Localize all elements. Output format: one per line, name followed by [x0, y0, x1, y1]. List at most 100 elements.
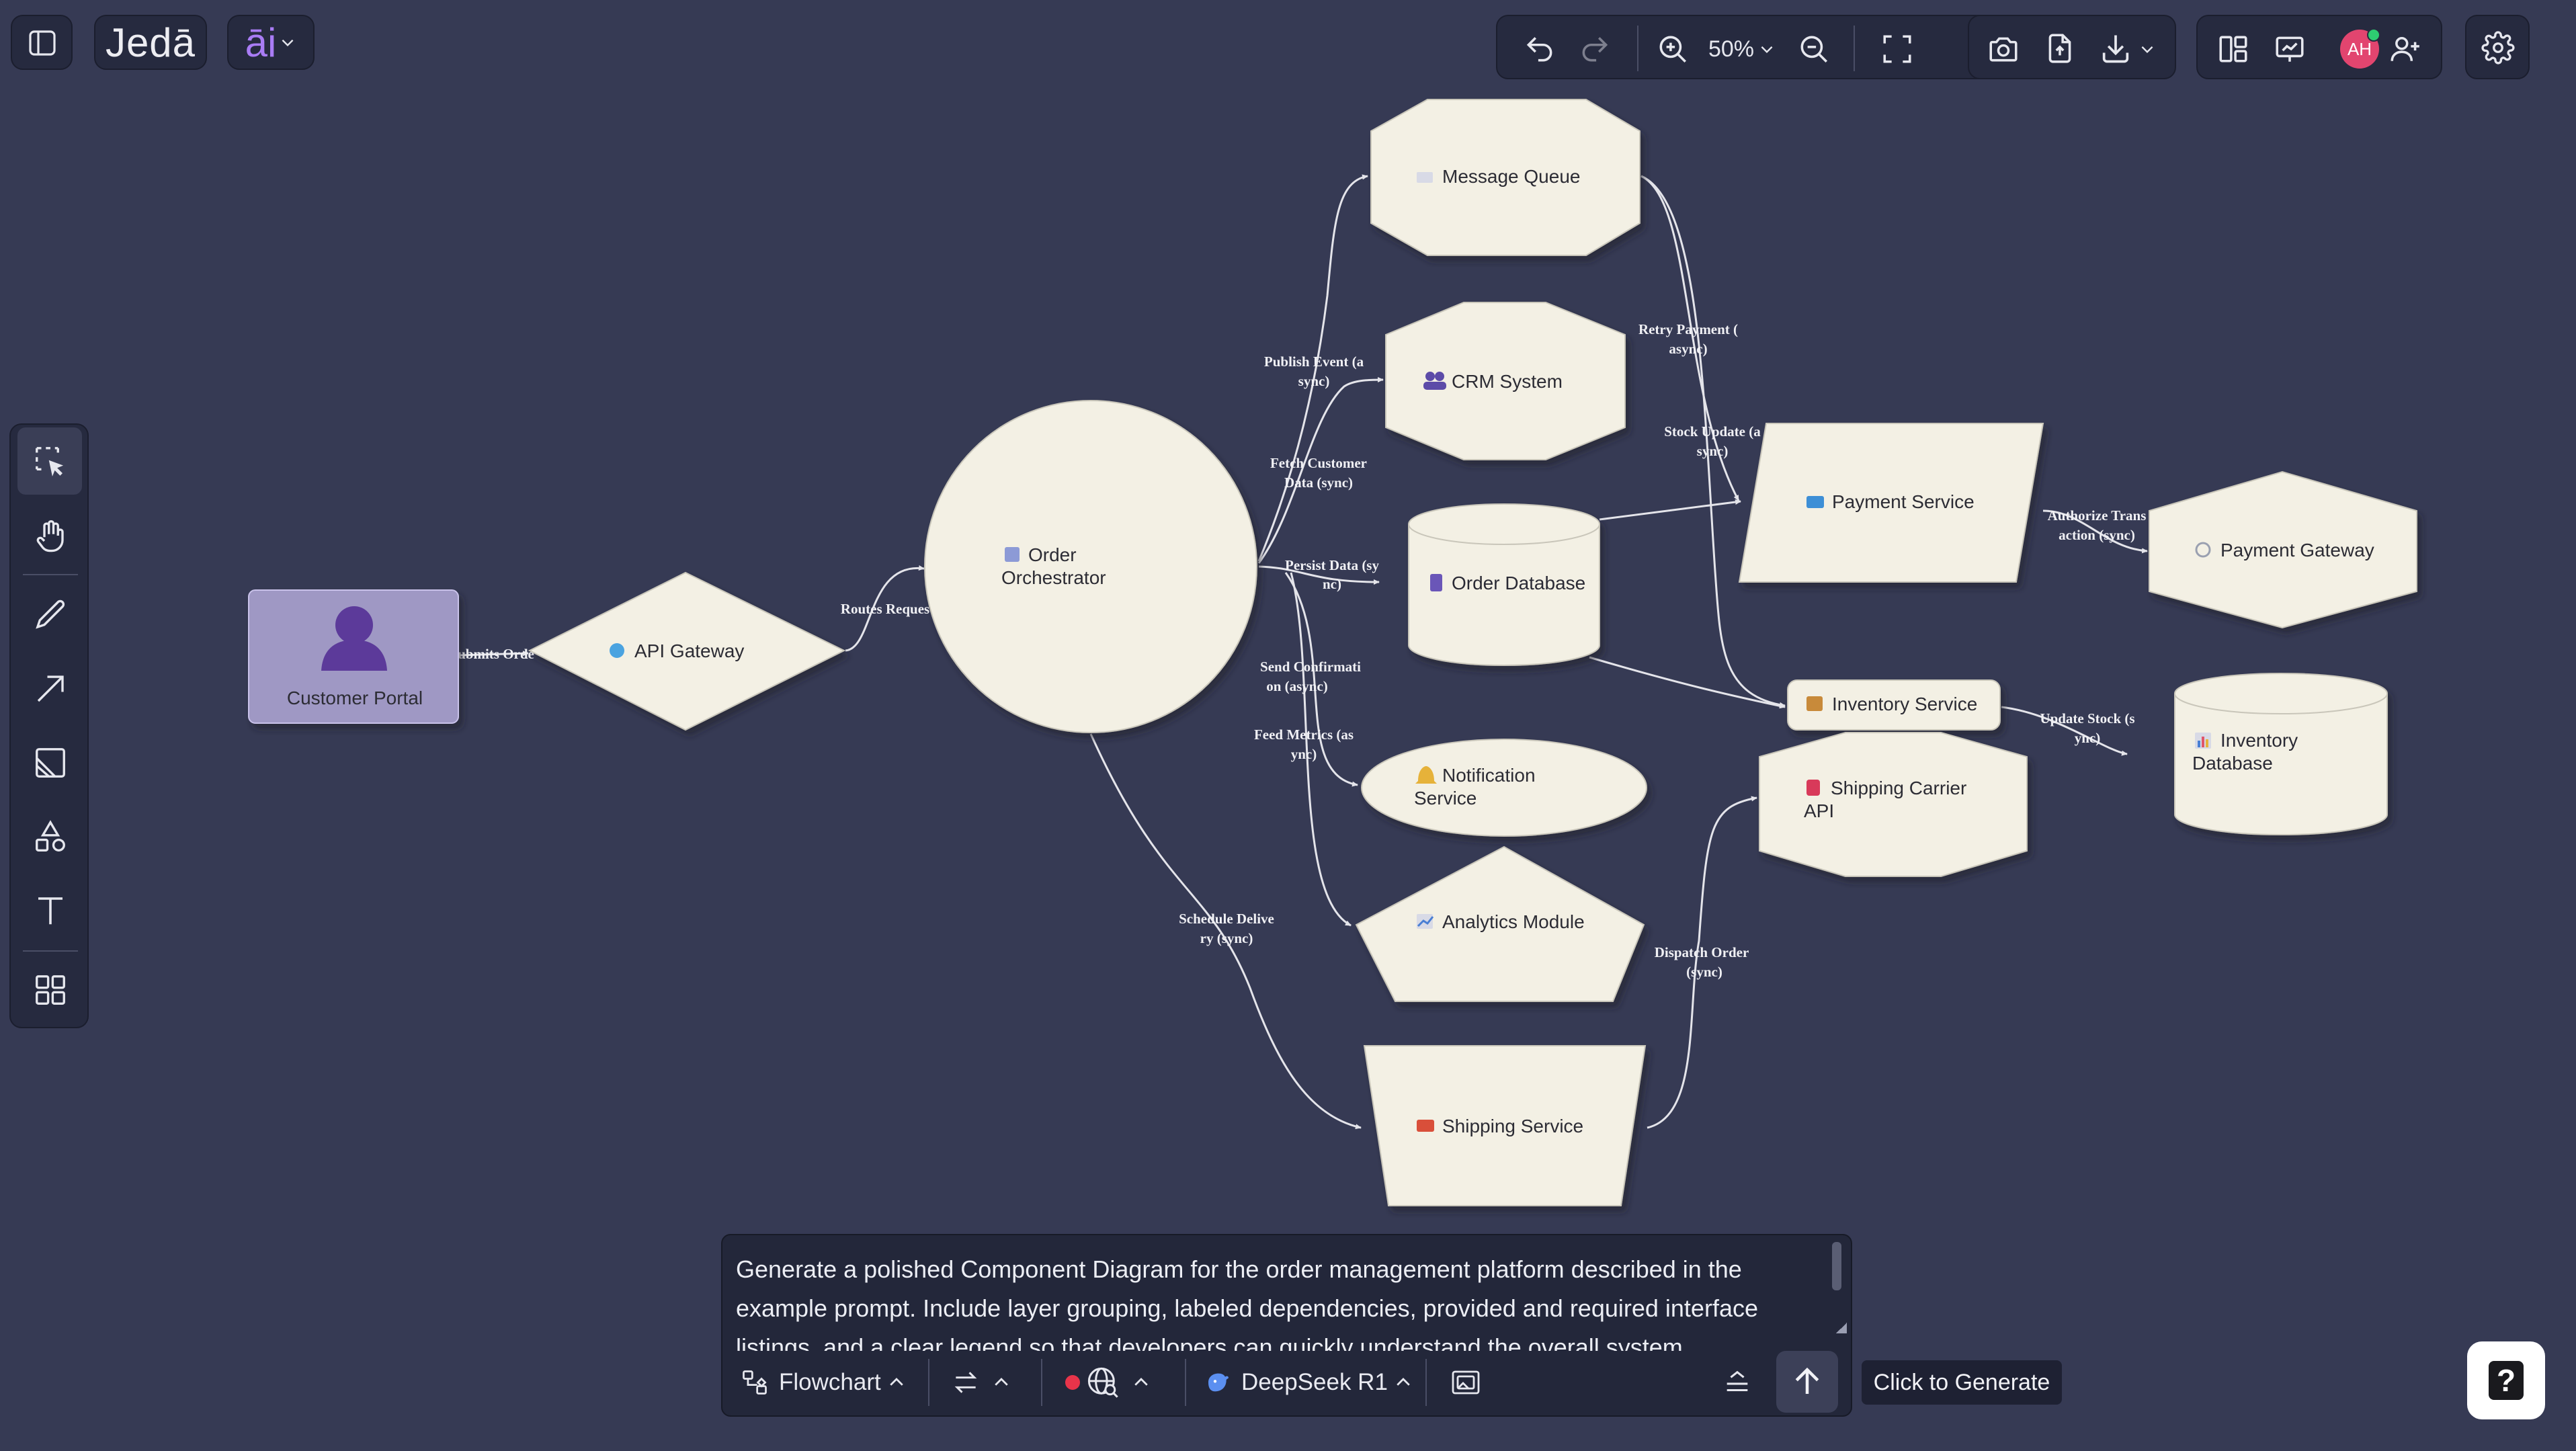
- edge-retry-payment[interactable]: [1640, 175, 1740, 501]
- zoom-out-button[interactable]: [1797, 32, 1831, 66]
- edge-publish-event[interactable]: [1257, 174, 1368, 562]
- arrow-tool[interactable]: [32, 671, 69, 707]
- node-label-2: Database: [2192, 753, 2273, 774]
- edge-label-fetch-customer-2: Data (sync): [1284, 474, 1353, 491]
- node-inventory-service[interactable]: Inventory Service: [1787, 679, 2001, 731]
- pen-tool[interactable]: [32, 597, 69, 633]
- import-button[interactable]: [2043, 31, 2077, 66]
- select-tool[interactable]: [17, 427, 82, 495]
- node-payment-service[interactable]: Payment Service: [1738, 423, 2044, 583]
- model-label: DeepSeek R1: [1241, 1369, 1388, 1395]
- edge-authorize-transaction[interactable]: [2042, 509, 2148, 554]
- edge-label-stock-update: Stock Update (a: [1664, 423, 1761, 440]
- download-options-chevron[interactable]: [2138, 40, 2156, 58]
- prompt-input[interactable]: Generate a polished Component Diagram fo…: [736, 1255, 1758, 1351]
- direction-dropdown[interactable]: [950, 1363, 1011, 1402]
- ai-menu-button[interactable]: āi: [227, 15, 315, 70]
- edge-label-routes-request: Routes Reques: [841, 601, 929, 617]
- node-shipping-carrier-api[interactable]: Shipping Carrier API: [1759, 732, 2028, 877]
- node-inventory-database[interactable]: Inventory Database: [2174, 673, 2388, 835]
- components-tool[interactable]: [32, 972, 69, 1008]
- presentation-icon: [2276, 36, 2304, 62]
- help-button[interactable]: ?: [2467, 1341, 2545, 1419]
- zoom-in-button[interactable]: [1656, 32, 1690, 66]
- invite-user-button[interactable]: [2388, 32, 2422, 66]
- prompt-bar-divider: [1041, 1359, 1042, 1406]
- edge-routes-request[interactable]: [845, 565, 925, 652]
- image-input-button[interactable]: [1425, 1363, 1506, 1402]
- settings-button[interactable]: [2465, 15, 2530, 79]
- edge-db-to-payment[interactable]: [1599, 499, 1741, 521]
- node-message-queue[interactable]: Message Queue: [1370, 99, 1640, 256]
- layout-icon: [2219, 36, 2247, 63]
- download-button[interactable]: [2097, 31, 2134, 66]
- layout-button[interactable]: [2216, 32, 2250, 66]
- collapse-button[interactable]: [1717, 1363, 1757, 1402]
- edge-label-fetch-customer: Fetch Customer: [1270, 455, 1367, 471]
- sidebar-toggle-button[interactable]: [11, 15, 73, 70]
- frame-tool[interactable]: [32, 745, 69, 781]
- edge-feed-metrics[interactable]: [1290, 572, 1352, 927]
- fit-screen-button[interactable]: [1880, 32, 1914, 66]
- resize-handle[interactable]: [1836, 1323, 1847, 1333]
- people-icon: [1423, 372, 1446, 390]
- export-toolbar: [1968, 15, 2176, 79]
- edge-to-notification[interactable]: [1284, 572, 1358, 787]
- node-label-2: Orchestrator: [1001, 567, 1106, 588]
- edge-persist-data[interactable]: [1258, 565, 1380, 585]
- node-label: CRM System: [1452, 371, 1563, 392]
- edge-label-retry-payment: Retry Payment (: [1638, 321, 1738, 337]
- app-logo[interactable]: Jedā: [94, 15, 207, 70]
- user-avatar[interactable]: AH: [2340, 28, 2380, 69]
- edge-schedule-delivery[interactable]: [1089, 733, 1362, 1130]
- edge-update-stock[interactable]: [2001, 706, 2128, 756]
- edge-label-authorize-2: action (sync): [2059, 527, 2135, 543]
- chevron-up-icon: [995, 1378, 1008, 1386]
- edge-dispatch-order[interactable]: [1647, 796, 1757, 1129]
- orchestrator-icon: [1005, 547, 1020, 562]
- web-search-toggle[interactable]: [1065, 1363, 1151, 1402]
- node-shipping-service[interactable]: Shipping Service: [1363, 1045, 1647, 1206]
- node-notification-service[interactable]: Notification Service: [1361, 739, 1647, 837]
- edge-db-to-inventory[interactable]: [1589, 656, 1786, 709]
- edge-stock-update[interactable]: [1640, 175, 1786, 708]
- shapes-tool[interactable]: [32, 819, 69, 855]
- prompt-scrollbar[interactable]: [1832, 1242, 1841, 1290]
- node-order-orchestrator[interactable]: Order Orchestrator: [924, 400, 1257, 733]
- node-crm-system[interactable]: CRM System: [1385, 302, 1626, 460]
- diagram-type-dropdown[interactable]: Flowchart: [740, 1363, 907, 1402]
- edge-submits-order[interactable]: [459, 651, 529, 657]
- globe-icon: [610, 643, 624, 658]
- edge-fetch-customer[interactable]: [1257, 377, 1384, 564]
- zoom-level-dropdown[interactable]: 50%: [1703, 31, 1781, 67]
- screenshot-button[interactable]: [1987, 32, 2020, 66]
- node-api-gateway[interactable]: API Gateway: [528, 571, 846, 731]
- node-label: API Gateway: [634, 640, 744, 661]
- node-label: Shipping Carrier: [1831, 778, 1966, 798]
- generate-button[interactable]: [1776, 1351, 1838, 1413]
- hand-tool[interactable]: [32, 517, 69, 554]
- redo-button[interactable]: [1578, 32, 1612, 66]
- edge-label-persist-data: Persist Data (sy: [1285, 557, 1379, 573]
- text-tool[interactable]: [32, 893, 69, 929]
- undo-button[interactable]: [1523, 32, 1556, 66]
- image-frame-icon: [1452, 1370, 1480, 1395]
- edge-label-schedule-delivery-2: ry (sync): [1200, 930, 1253, 946]
- edge-label-submits-order: ubmits Orde: [458, 646, 534, 662]
- download-icon: [2102, 35, 2129, 63]
- node-customer-portal[interactable]: Customer Portal: [248, 589, 459, 724]
- node-payment-gateway[interactable]: Payment Gateway: [2149, 470, 2417, 629]
- deepseek-whale-icon: [1208, 1373, 1229, 1392]
- node-label: Order Database: [1452, 573, 1585, 593]
- node-analytics-module[interactable]: Analytics Module: [1355, 845, 1645, 1002]
- node-label: Inventory Service: [1832, 694, 1977, 714]
- present-button[interactable]: [2273, 32, 2307, 66]
- edge-label-retry-payment-2: async): [1669, 341, 1707, 357]
- prompt-box[interactable]: Generate a polished Component Diagram fo…: [721, 1234, 1852, 1417]
- model-dropdown[interactable]: DeepSeek R1: [1205, 1363, 1413, 1402]
- node-order-database[interactable]: Order Database: [1408, 503, 1600, 666]
- edge-label-stock-update-2: sync): [1697, 443, 1729, 459]
- node-label: Customer Portal: [287, 688, 423, 708]
- file-upload-icon: [2048, 34, 2071, 63]
